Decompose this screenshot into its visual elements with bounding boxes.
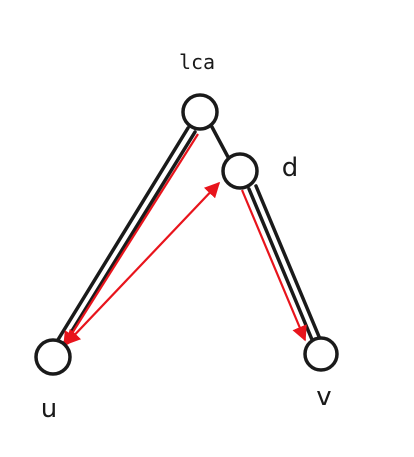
node-d — [221, 152, 259, 190]
edge-lca-u-shadow — [60, 130, 197, 349]
arrow-lca-to-u — [63, 133, 199, 348]
label-lca: lca — [179, 50, 215, 74]
edge-d-v — [247, 187, 315, 344]
edge-lca-d — [210, 125, 230, 159]
arrow-d-to-v — [240, 189, 307, 342]
node-lca — [181, 93, 219, 131]
label-u: u — [41, 394, 57, 424]
node-v — [303, 336, 339, 372]
label-d: d — [282, 153, 299, 183]
node-u — [34, 338, 72, 376]
arrow-u-to-d — [64, 181, 221, 346]
edge-d-v-shadow — [254, 184, 322, 341]
label-v: v — [316, 382, 331, 412]
